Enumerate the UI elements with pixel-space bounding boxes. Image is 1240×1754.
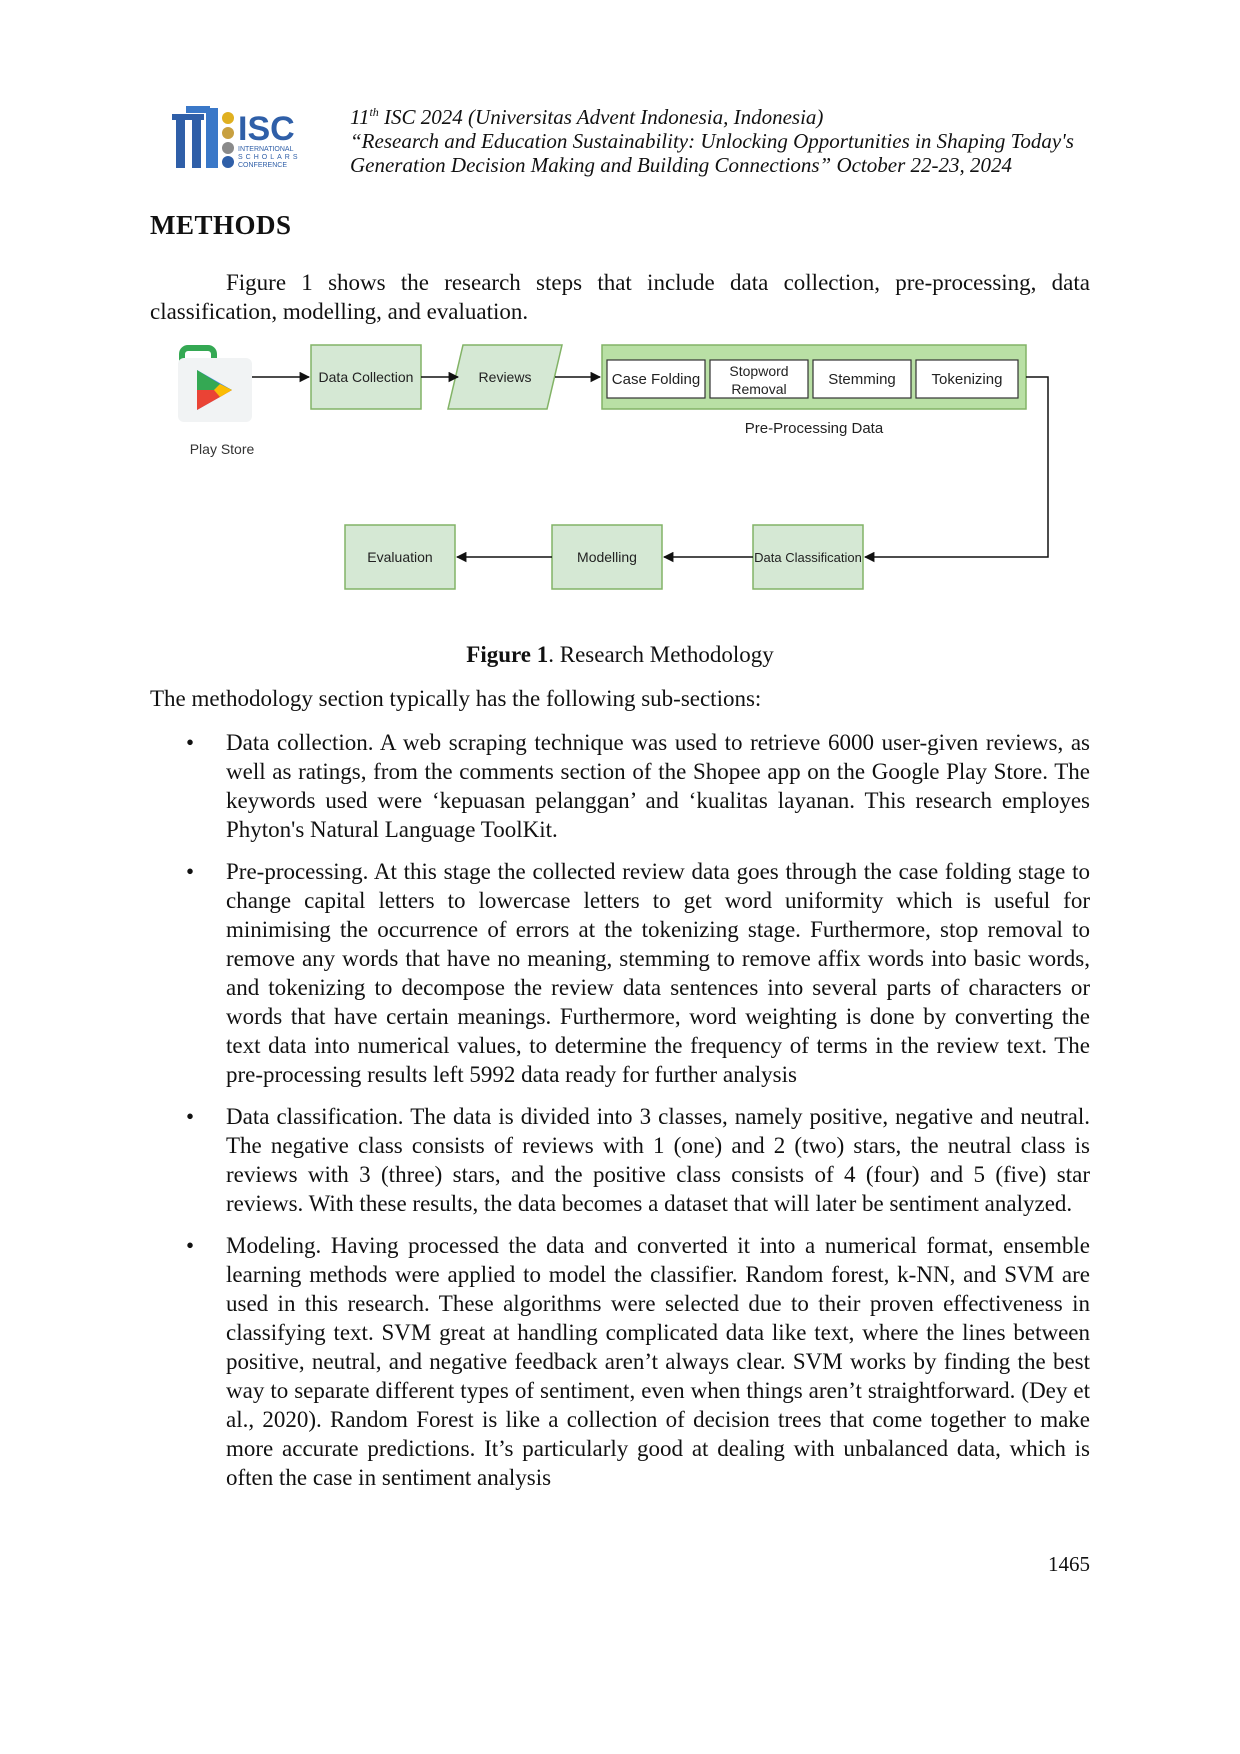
svg-text:CONFERENCE: CONFERENCE: [238, 162, 287, 169]
stemming-label: Stemming: [828, 371, 896, 388]
svg-text:INTERNATIONAL: INTERNATIONAL: [238, 146, 294, 153]
conference-line-3: Generation Decision Making and Building …: [350, 153, 1013, 177]
stopword-label-line2: Removal: [731, 381, 786, 397]
page-header: ISC INTERNATIONAL SCHOLARS CONFERENCE 11…: [172, 100, 1112, 180]
svg-text:ISC: ISC: [238, 110, 295, 148]
methodology-flowchart: Play Store Data Collection Reviews Case …: [178, 344, 1049, 590]
subsections-intro: The methodology section typically has th…: [150, 686, 762, 711]
conference-line-2: “Research and Education Sustainability: …: [350, 129, 1074, 153]
evaluation-label: Evaluation: [367, 549, 432, 565]
tokenizing-label: Tokenizing: [932, 371, 1003, 388]
svg-text:SCHOLARS: SCHOLARS: [238, 154, 301, 161]
stopword-label-line1: Stopword: [729, 363, 788, 379]
list-item: •Data classification. The data is divide…: [186, 1104, 1090, 1216]
isc-logo: ISC INTERNATIONAL SCHOLARS CONFERENCE: [172, 106, 301, 169]
evaluation-box: [344, 524, 456, 590]
list-item: •Modeling. Having processed the data and…: [186, 1233, 1090, 1490]
data-classification-label: Data Classification: [754, 550, 862, 565]
stopword-removal-box: [709, 359, 809, 399]
conference-line-1: 11th ISC 2024 (Universitas Advent Indone…: [350, 105, 824, 129]
subsection-list: •Data collection. A web scraping techniq…: [150, 728, 1090, 1505]
reviews-shape: [447, 344, 563, 410]
arrow-preprocessing-to-classification: [863, 376, 1049, 563]
data-collection-label: Data Collection: [319, 369, 414, 385]
reviews-label: Reviews: [479, 369, 532, 385]
conference-info: 11th ISC 2024 (Universitas Advent Indone…: [350, 100, 1110, 177]
tokenizing-box: [915, 359, 1019, 399]
list-item: •Data collection. A web scraping techniq…: [186, 730, 1090, 842]
data-classification-box: [752, 524, 864, 590]
modelling-label: Modelling: [577, 549, 637, 565]
intro-paragraph: Figure 1 shows the research steps that i…: [150, 270, 1090, 324]
section-title: METHODS: [150, 210, 292, 240]
figure-caption: Figure 1. Research Methodology: [466, 642, 774, 667]
stemming-box: [812, 359, 912, 399]
list-item: •Pre-processing. At this stage the colle…: [186, 859, 1090, 1087]
page-number: 1465: [1048, 1552, 1090, 1576]
case-folding-label: Case Folding: [612, 371, 700, 388]
case-folding-box: [606, 359, 706, 399]
preprocessing-label: Pre-Processing Data: [745, 420, 884, 437]
modelling-box: [551, 524, 663, 590]
play-store-icon: [178, 345, 252, 422]
play-store-label: Play Store: [190, 441, 255, 457]
